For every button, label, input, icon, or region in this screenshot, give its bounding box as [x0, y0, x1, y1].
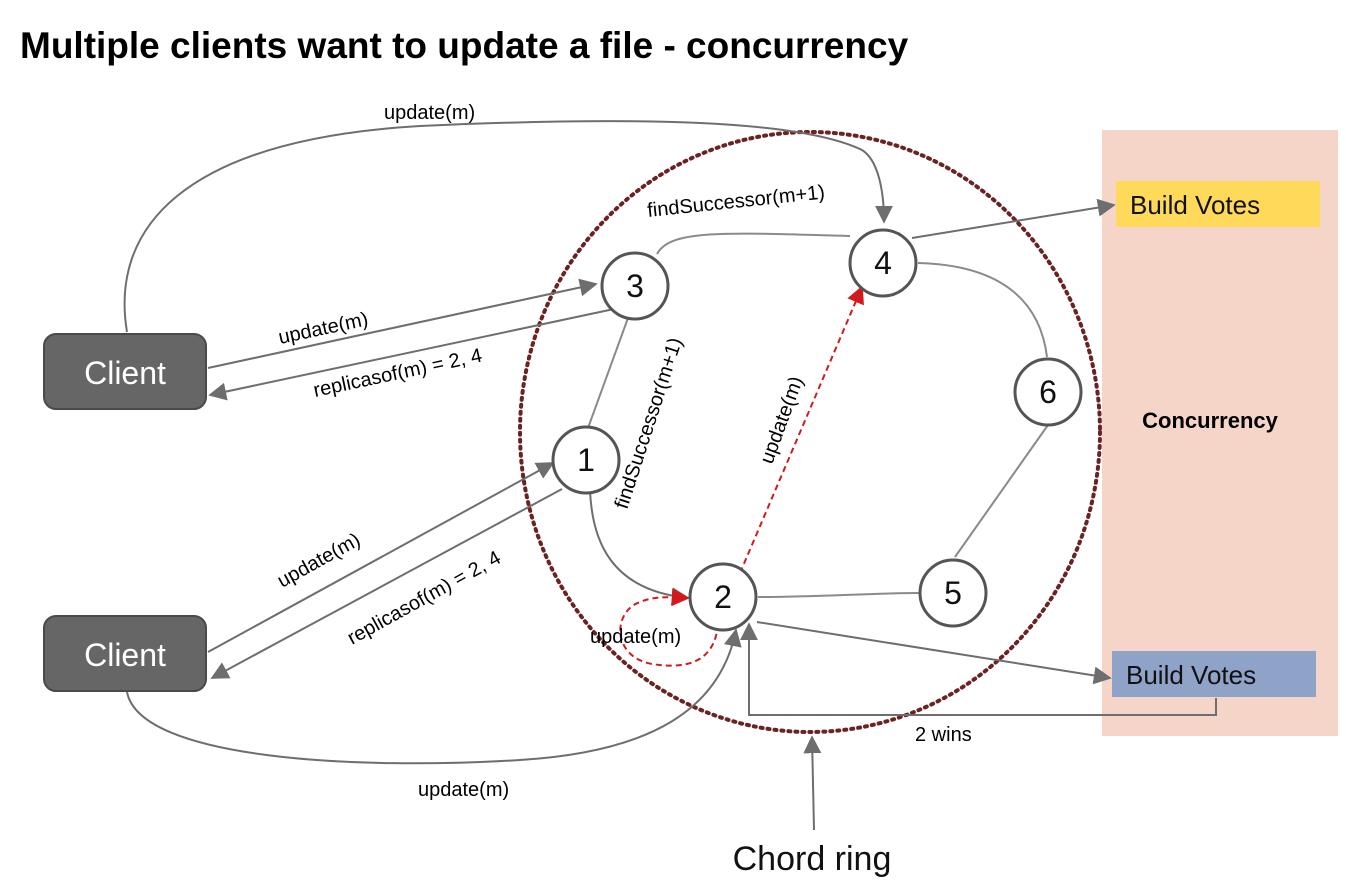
build-votes-bottom [1112, 651, 1316, 697]
chord-ring [518, 130, 1102, 734]
label-update-2-to-4: update(m) [756, 374, 808, 467]
node-5: 5 [918, 558, 988, 628]
concurrency-label: Concurrency [1142, 408, 1278, 433]
edge-4-6 [917, 262, 1048, 358]
label-update-self-loop: update(m) [590, 626, 681, 648]
node-1-label: 1 [577, 442, 595, 478]
label-chord-ring: Chord ring [733, 840, 892, 878]
arrow-2-to-votes [756, 621, 1112, 685]
build-votes-top [1116, 181, 1320, 227]
arrow-4-to-votes [911, 198, 1116, 239]
arrow-votes-to-2 [740, 622, 1217, 716]
arrow-client-to-3 [207, 278, 598, 369]
red-arrow-2-to-4 [739, 285, 864, 574]
node-4: 4 [848, 228, 918, 298]
edge-6-5 [954, 424, 1049, 558]
build-votes-bottom-label: Build Votes [1126, 660, 1256, 690]
arc-client-to-4 [123, 120, 893, 333]
label-find-successor-vertical: findSuccessor(m+1) [611, 335, 687, 511]
arrow-client-to-1 [207, 462, 555, 653]
arrow-3-to-client [208, 308, 615, 401]
client-bottom-label: Client [84, 637, 166, 673]
node-3: 3 [600, 251, 670, 321]
label-replicas-from-3: replicasof(m) = 2, 4 [311, 345, 484, 402]
label-update-top-arc: update(m) [384, 102, 475, 124]
arrow-1-to-client [210, 488, 563, 679]
node-2: 2 [688, 562, 758, 632]
node-3-label: 3 [626, 268, 644, 304]
edge-3-4 [656, 232, 851, 255]
build-votes-top-label: Build Votes [1130, 190, 1260, 220]
arc-client-to-2 [126, 628, 742, 765]
label-update-to-1: update(m) [274, 529, 364, 592]
edge-1-2 [589, 489, 690, 606]
node-4-label: 4 [874, 245, 892, 281]
edge-5-2 [757, 592, 921, 598]
label-update-bottom-arc: update(m) [418, 779, 509, 801]
client-bottom: Client [43, 615, 207, 692]
client-top: Client [43, 333, 207, 410]
page-title: Multiple clients want to update a file -… [20, 25, 909, 66]
arrow-chord-ring [803, 735, 822, 831]
label-two-wins: 2 wins [915, 724, 972, 746]
edge-3-1 [587, 317, 629, 429]
label-replicas-from-1: replicasof(m) = 2, 4 [344, 547, 505, 650]
node-6: 6 [1013, 357, 1083, 427]
concurrency-panel [1102, 130, 1338, 736]
node-2-label: 2 [714, 579, 732, 615]
node-5-label: 5 [944, 575, 962, 611]
client-top-label: Client [84, 355, 166, 391]
node-1: 1 [551, 425, 621, 495]
ring-edges [587, 232, 1049, 598]
node-6-label: 6 [1039, 374, 1057, 410]
label-find-successor-top: findSuccessor(m+1) [646, 181, 826, 222]
red-self-loop-2 [619, 588, 719, 667]
